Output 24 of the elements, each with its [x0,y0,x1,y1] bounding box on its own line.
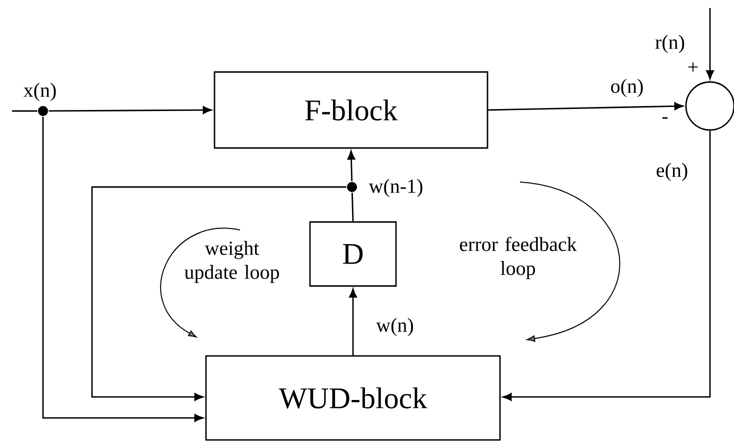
arrow [706,8,714,80]
block-box: D [309,221,397,287]
junction-dot [38,106,48,116]
edge-label: w(n-1) [368,178,424,198]
arrow [347,150,356,182]
edge-label: x(n) [22,82,58,102]
arrow [48,106,212,114]
arrow [91,186,346,401]
arrow [502,130,711,401]
loop-label: error feedback loop [460,236,577,280]
sign-label: - [662,117,668,119]
edge-label: o(n) [609,78,645,98]
arrow [42,116,204,422]
loop-label: weight update loop [184,240,279,284]
arrow [349,288,357,356]
block-box: F-block [214,71,488,149]
summing-junction [685,81,734,131]
arrow [488,102,684,111]
edge-label: e(n) [654,162,690,182]
junction-dot [347,182,357,192]
edge-label: r(n) [654,34,686,54]
edge-label: w(n) [375,316,415,338]
block-box: WUD-block [205,355,501,441]
sign-label: + [688,62,698,72]
